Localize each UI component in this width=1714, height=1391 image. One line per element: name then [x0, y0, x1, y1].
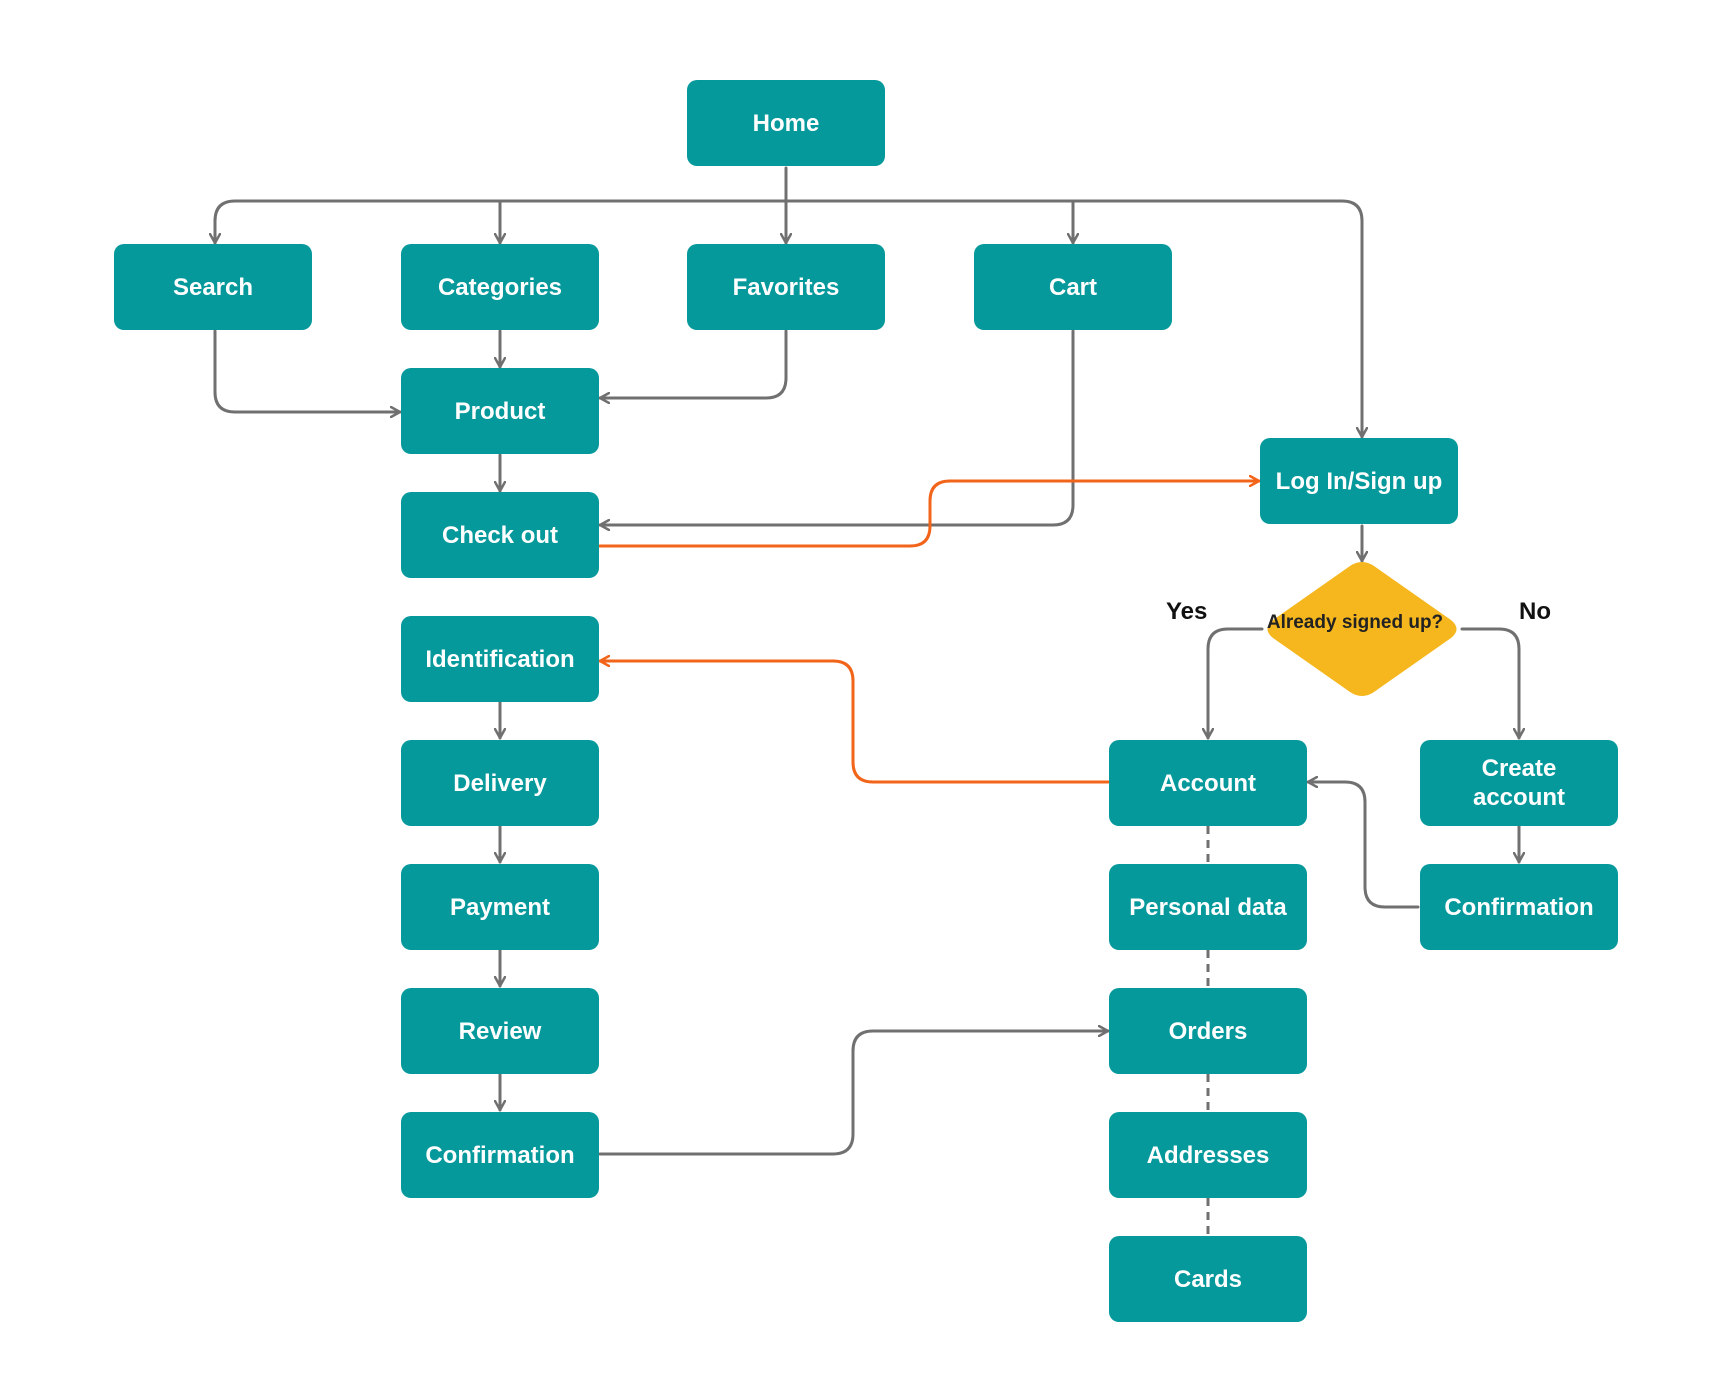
node-payment[interactable]: Payment	[401, 864, 599, 950]
connector-favorites-product	[598, 329, 788, 398]
node-addresses-label: Addresses	[1146, 1141, 1270, 1169]
node-favorites[interactable]: Favorites	[687, 244, 885, 330]
connector-home-bus-right	[784, 199, 1362, 439]
node-checkout-label: Check out	[441, 521, 558, 549]
node-payment-label: Payment	[449, 893, 551, 921]
node-delivery[interactable]: Delivery	[401, 740, 599, 826]
connector-home-bus-left	[215, 199, 788, 245]
connector-decision-no	[1460, 627, 1519, 740]
node-orders[interactable]: Orders	[1109, 988, 1307, 1074]
node-confirmation-signup-label: Confirmation	[1444, 893, 1594, 921]
node-confirmation-checkout[interactable]: Confirmation	[401, 1112, 599, 1198]
connector-decision-yes	[1208, 627, 1264, 740]
connector-confirmation-orders	[598, 1031, 1110, 1156]
node-confirmation-signup[interactable]: Confirmation	[1420, 864, 1618, 950]
decision-question: Already signed up?	[1266, 612, 1444, 633]
node-categories[interactable]: Categories	[401, 244, 599, 330]
node-search[interactable]: Search	[114, 244, 312, 330]
node-login[interactable]: Log In/Sign up	[1260, 438, 1458, 524]
node-categories-label: Categories	[437, 273, 563, 301]
node-cards-label: Cards	[1173, 1265, 1243, 1293]
node-addresses[interactable]: Addresses	[1109, 1112, 1307, 1198]
node-delivery-label: Delivery	[453, 769, 547, 797]
node-product[interactable]: Product	[401, 368, 599, 454]
node-cards[interactable]: Cards	[1109, 1236, 1307, 1322]
node-cart-label: Cart	[1048, 273, 1097, 301]
node-confirmation-checkout-label: Confirmation	[425, 1141, 575, 1169]
decision-diamond	[1267, 562, 1457, 696]
node-search-label: Search	[172, 273, 254, 301]
decision-no-label: No	[1519, 598, 1551, 625]
node-review[interactable]: Review	[401, 988, 599, 1074]
node-checkout[interactable]: Check out	[401, 492, 599, 578]
node-review-label: Review	[458, 1017, 542, 1045]
connector-confirmation-account	[1306, 782, 1420, 909]
node-account[interactable]: Account	[1109, 740, 1307, 826]
node-product-label: Product	[454, 397, 546, 425]
highlight-checkout-login	[598, 481, 1261, 548]
node-orders-label: Orders	[1168, 1017, 1248, 1045]
node-create-account-label: Create account	[1472, 755, 1565, 811]
connector-search-product	[213, 329, 402, 412]
decision-yes-label: Yes	[1166, 598, 1208, 625]
connector-cart-checkout	[598, 329, 1075, 525]
node-identification-label: Identification	[425, 645, 575, 673]
node-cart[interactable]: Cart	[974, 244, 1172, 330]
node-personal-data-label: Personal data	[1129, 893, 1287, 921]
node-account-label: Account	[1160, 769, 1256, 797]
highlight-account-identification	[598, 661, 1110, 784]
node-home-label: Home	[752, 109, 820, 137]
node-create-account[interactable]: Create account	[1420, 740, 1618, 826]
node-favorites-label: Favorites	[732, 273, 840, 301]
node-identification[interactable]: Identification	[401, 616, 599, 702]
node-personal-data[interactable]: Personal data	[1109, 864, 1307, 950]
node-login-label: Log In/Sign up	[1275, 467, 1443, 495]
node-home[interactable]: Home	[687, 80, 885, 166]
